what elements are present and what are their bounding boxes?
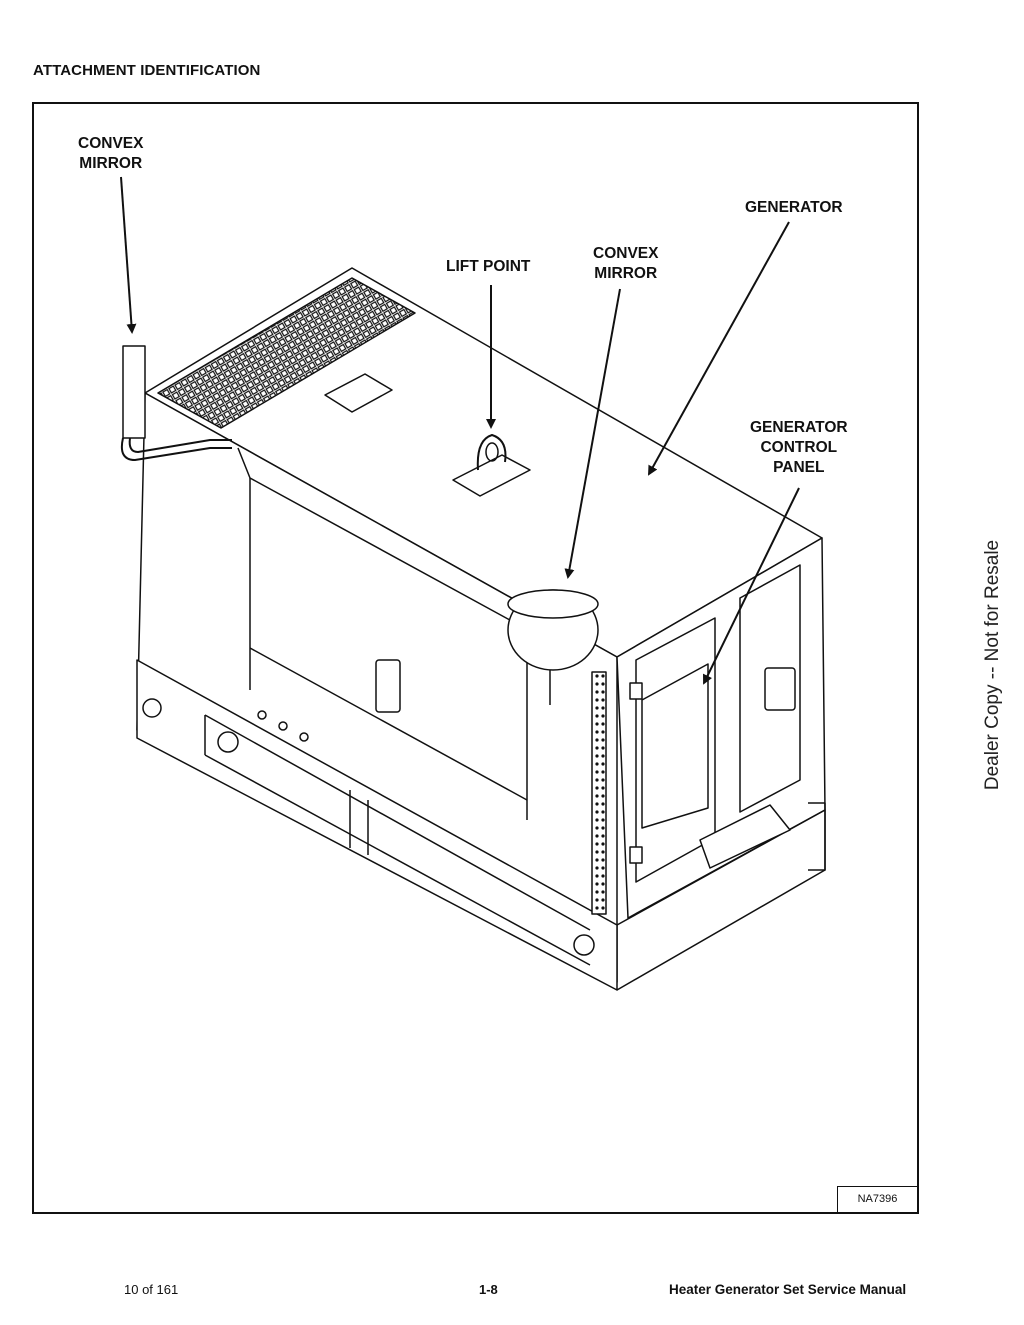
callout-generator-control-panel: GENERATOR CONTROL PANEL — [750, 419, 848, 476]
top-grate — [157, 277, 416, 429]
footer-page-count: 10 of 161 — [124, 1282, 179, 1297]
callout-lift-point: LIFT POINT — [446, 258, 531, 275]
figure-id: NA7396 — [837, 1186, 917, 1212]
figure-frame: NA7396 — [32, 102, 919, 1214]
callout-convex-mirror-left: CONVEX MIRROR — [78, 135, 144, 172]
callout-arrows — [120, 176, 800, 685]
control-panel-window — [641, 663, 709, 829]
callout-generator: GENERATOR — [745, 199, 843, 216]
watermark: Dealer Copy -- Not for Resale — [982, 539, 1003, 791]
footer-page-number: 1-8 — [479, 1282, 498, 1297]
callout-convex-mirror-center: CONVEX MIRROR — [593, 245, 659, 282]
section-title: ATTACHMENT IDENTIFICATION — [33, 62, 261, 79]
footer-manual-title: Heater Generator Set Service Manual — [669, 1282, 907, 1297]
lift-point — [452, 454, 531, 497]
